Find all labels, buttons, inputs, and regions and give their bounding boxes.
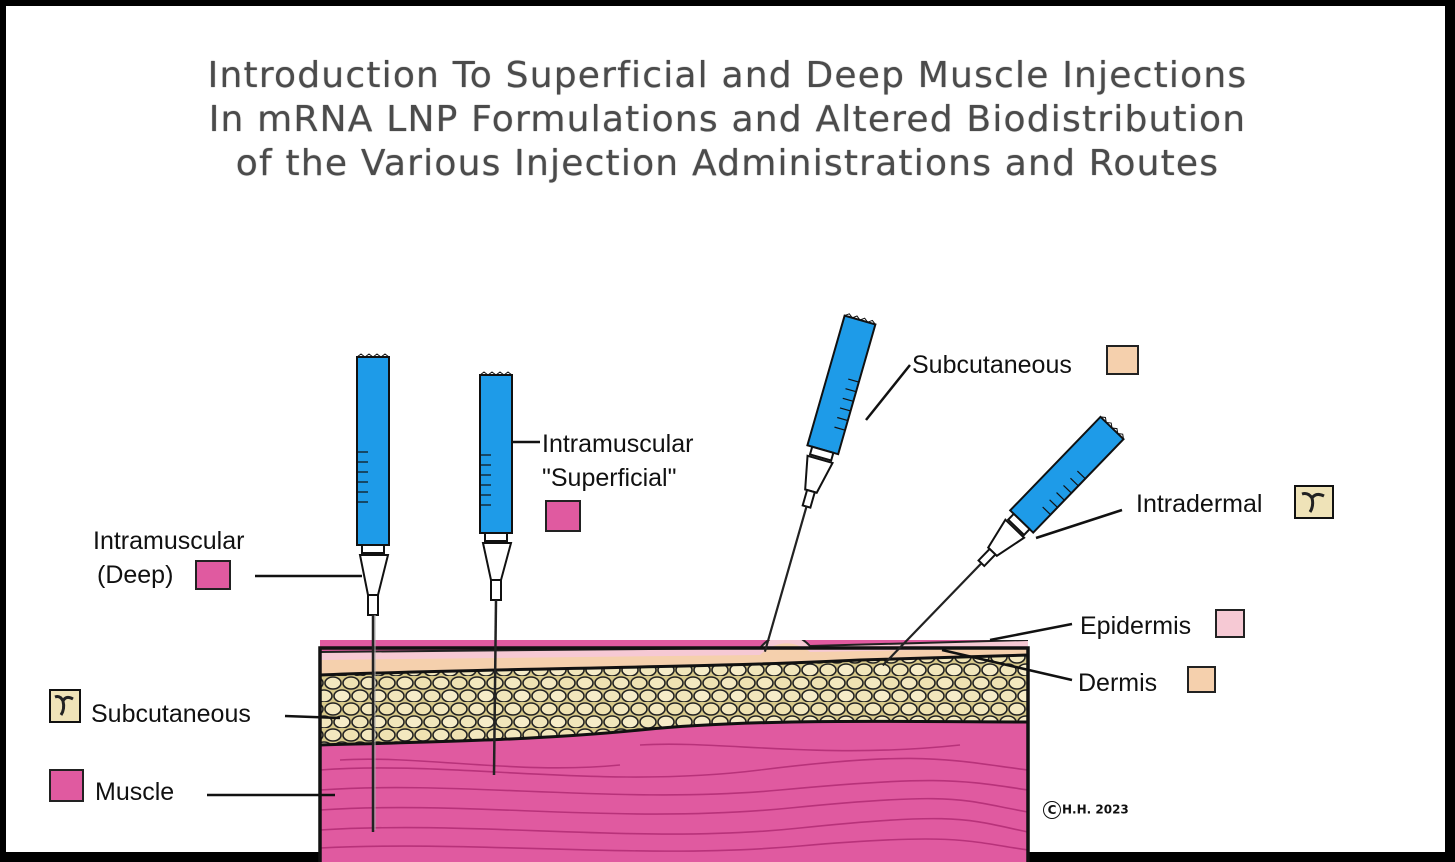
syringe-im-deep [356,353,390,832]
label-im-superficial-line1: Intramuscular [542,430,694,458]
label-im-deep-line1: Intramuscular [93,527,245,555]
muscle-fibers [320,743,1028,852]
label-subcutaneous-top: Subcutaneous [912,351,1072,379]
muscle-swatch-legend [49,769,84,802]
label-im-superficial-line2: "Superficial" [542,464,677,492]
copyright-text: H.H. 2023 [1062,802,1129,817]
title-line-1: Introduction To Superficial and Deep Mus… [207,55,1248,96]
tissue-border [318,646,1030,862]
title-line-2: In mRNA LNP Formulations and Altered Bio… [208,99,1247,140]
syringe-intradermal [881,415,1125,667]
syringe-subcutaneous [763,313,877,652]
fat-swatch-subcutaneous-icon [49,689,81,723]
label-intradermal: Intradermal [1136,490,1263,518]
fat-swatch-intradermal-icon [1294,485,1334,519]
tissue-block [320,640,1028,862]
label-muscle: Muscle [95,778,175,806]
skin-swatch-subcutaneous [1106,345,1139,375]
label-im-deep-line2: (Deep) [97,561,174,589]
syringe-im-superficial [479,371,513,776]
subcutaneous-fat-layer [320,653,1028,747]
copyright-symbol-icon: C [1043,801,1061,819]
leader-lines [207,364,1123,797]
dermis-swatch [1187,666,1216,693]
epidermis-swatch [1215,609,1245,638]
label-dermis: Dermis [1078,669,1158,697]
title-line-3: of the Various Injection Administrations… [235,143,1220,184]
muscle-swatch-im-superficial [545,500,581,532]
label-subcutaneous-left: Subcutaneous [91,700,251,728]
label-epidermis: Epidermis [1080,612,1192,640]
muscle-swatch-im-deep [195,560,231,590]
